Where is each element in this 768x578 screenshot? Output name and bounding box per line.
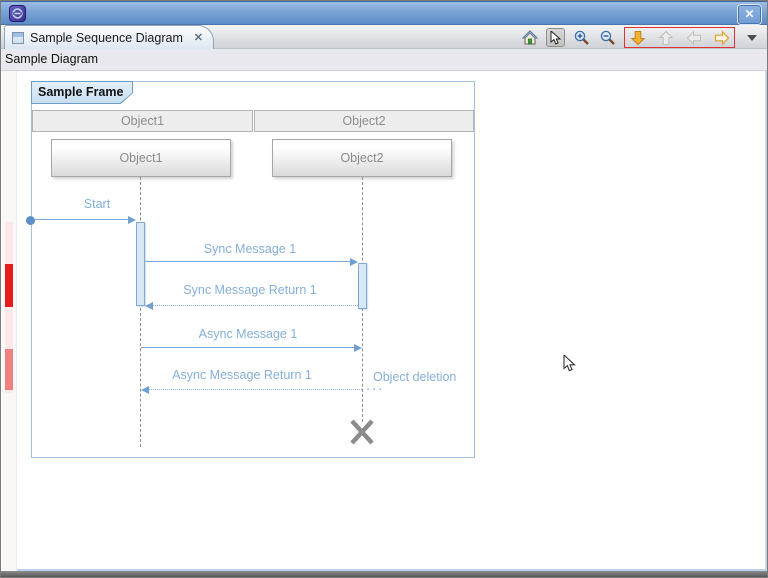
zoom-in-icon — [574, 30, 589, 45]
zoom-out-icon — [600, 30, 615, 45]
window-close-button[interactable]: ✕ — [737, 4, 762, 25]
message-asyncreturn1-arrowhead — [141, 386, 149, 394]
editor-main-area: Sample Frame Object1 Object2 Object1 Obj… — [1, 71, 767, 571]
message-syncreturn1-arrowhead — [145, 302, 153, 310]
message-start-label[interactable]: Start — [83, 197, 111, 211]
object-deletion-label[interactable]: Object deletion — [373, 370, 457, 384]
message-sync1-line[interactable] — [145, 261, 351, 262]
message-sync1-label[interactable]: Sync Message 1 — [203, 242, 297, 256]
nav-forward-icon — [714, 29, 729, 46]
eclipse-logo-icon — [9, 5, 26, 22]
view-menu-icon — [746, 34, 757, 41]
mouse-cursor — [563, 355, 576, 372]
lifeline-object1[interactable] — [140, 177, 141, 447]
message-start-arrowhead — [128, 216, 136, 224]
zoom-out-button[interactable] — [598, 28, 617, 47]
diagram-canvas[interactable]: Sample Frame Object1 Object2 Object1 Obj… — [17, 71, 767, 571]
nav-up-icon — [658, 30, 673, 45]
object2-box[interactable]: Object2 — [272, 139, 452, 177]
lifeline-header-object2[interactable]: Object2 — [254, 110, 474, 132]
message-async1-label[interactable]: Async Message 1 — [198, 327, 298, 341]
object1-box[interactable]: Object1 — [51, 139, 231, 177]
activation-object1[interactable] — [136, 222, 145, 306]
editor-toolbar — [520, 26, 761, 49]
message-async1-arrowhead — [354, 344, 362, 352]
message-syncreturn1-line[interactable] — [151, 305, 358, 306]
ruler-marker-light[interactable] — [5, 349, 13, 390]
nav-arrows-highlight-box — [624, 27, 735, 48]
tab-sample-sequence-diagram[interactable]: Sample Sequence Diagram ✕ — [4, 25, 214, 49]
lifeline-header-object1[interactable]: Object1 — [32, 110, 253, 132]
nav-up-button[interactable] — [656, 28, 675, 47]
object-deletion-ellipsis: ... — [366, 377, 385, 394]
message-async1-line[interactable] — [141, 347, 355, 348]
home-button[interactable] — [520, 28, 539, 47]
overview-ruler[interactable] — [2, 71, 17, 571]
view-menu-button[interactable] — [742, 28, 761, 47]
zoom-in-button[interactable] — [572, 28, 591, 47]
nav-down-button[interactable] — [628, 28, 647, 47]
breadcrumb: Sample Diagram — [1, 49, 767, 71]
message-start-origin-dot — [26, 216, 35, 225]
nav-forward-button[interactable] — [712, 28, 731, 47]
nav-back-button[interactable] — [684, 28, 703, 47]
select-cursor-icon — [550, 30, 561, 45]
message-asyncreturn1-line[interactable] — [148, 389, 362, 390]
message-start-line[interactable] — [34, 219, 130, 220]
title-bar: ✕ — [1, 1, 767, 25]
diagram-editor-icon — [12, 31, 24, 44]
home-icon — [521, 29, 538, 44]
ruler-marker-strong[interactable] — [5, 264, 13, 307]
nav-down-icon — [630, 30, 645, 45]
tab-label: Sample Sequence Diagram — [30, 30, 183, 45]
activation-object2[interactable] — [358, 263, 367, 309]
tab-close-icon[interactable]: ✕ — [193, 32, 203, 44]
nav-back-icon — [686, 30, 701, 45]
window-bottom-edge — [1, 571, 767, 577]
interaction-frame[interactable] — [31, 81, 475, 458]
message-asyncreturn1-label[interactable]: Async Message Return 1 — [172, 368, 312, 382]
x-deletion-marker-icon[interactable] — [349, 418, 375, 446]
frame-label[interactable]: Sample Frame — [32, 82, 132, 103]
select-tool-button[interactable] — [546, 28, 565, 47]
ruler-range-band[interactable] — [5, 222, 13, 393]
message-syncreturn1-label[interactable]: Sync Message Return 1 — [183, 283, 317, 297]
message-sync1-arrowhead — [350, 258, 358, 266]
